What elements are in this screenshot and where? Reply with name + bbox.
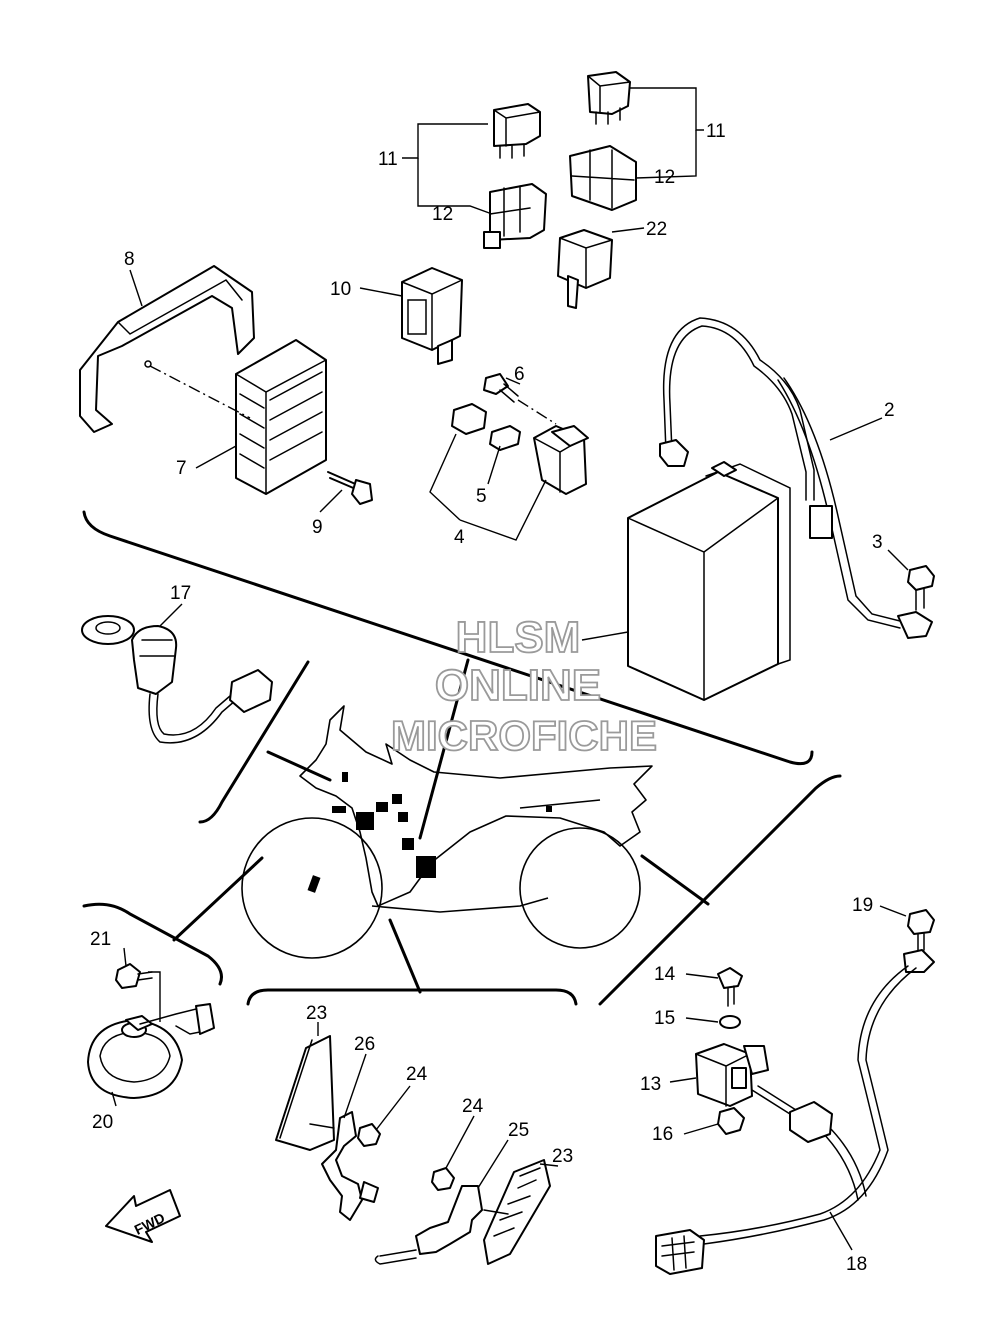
callout-25: 25 xyxy=(508,1120,529,1141)
watermark-line-2: ONLINE xyxy=(435,661,601,710)
callout-21: 21 xyxy=(90,929,111,950)
horn-icon xyxy=(87,1003,215,1099)
callout-8: 8 xyxy=(124,249,135,270)
callout-26: 26 xyxy=(354,1034,375,1055)
section-dividers xyxy=(82,510,842,1006)
callout-numbers: 11 12 11 12 22 10 8 7 9 6 5 4 2 3 17 21 … xyxy=(90,121,895,1275)
battery-icon xyxy=(627,461,791,701)
fuse-box-icon xyxy=(451,403,589,495)
callout-18: 18 xyxy=(846,1254,867,1275)
watermark-line-1: HLSM xyxy=(456,613,581,662)
callout-11: 11 xyxy=(378,149,398,170)
callout-22: 22 xyxy=(646,219,667,240)
callout-12: 12 xyxy=(654,167,675,188)
bolt-icon xyxy=(717,967,743,1007)
callout-9: 9 xyxy=(312,517,323,538)
callout-12: 12 xyxy=(432,204,453,225)
nut-icon xyxy=(717,1107,745,1135)
bolt-icon xyxy=(907,565,935,611)
nut-icon xyxy=(357,1123,381,1147)
callout-20: 20 xyxy=(92,1112,113,1133)
callout-5: 5 xyxy=(476,486,487,507)
callout-7: 7 xyxy=(176,458,187,479)
bolt-icon xyxy=(115,963,153,989)
callout-4: 4 xyxy=(454,527,465,548)
footrest-icon xyxy=(374,1159,551,1265)
bolt-icon xyxy=(903,909,935,973)
callout-2: 2 xyxy=(884,400,895,421)
watermark-line-3: MICROFICHE xyxy=(391,712,657,759)
socket-icon xyxy=(81,615,273,744)
leader-lines xyxy=(111,87,909,1251)
callout-23: 23 xyxy=(306,1003,327,1024)
bracket-cover-icon xyxy=(79,265,255,433)
watermark: HLSM ONLINE MICROFICHE xyxy=(390,612,658,760)
callout-6: 6 xyxy=(514,364,525,385)
footrest-icon xyxy=(275,1035,379,1221)
callout-13: 13 xyxy=(640,1074,661,1095)
callout-19: 19 xyxy=(852,895,873,916)
callout-24: 24 xyxy=(406,1064,428,1085)
callout-16: 16 xyxy=(652,1124,673,1145)
nut-icon xyxy=(431,1167,455,1191)
battery-cable-icon xyxy=(659,317,933,639)
sensor-lead-icon xyxy=(655,965,917,1275)
callout-24: 24 xyxy=(462,1096,484,1117)
fwd-arrow-icon: FWD xyxy=(105,1189,181,1243)
callout-10: 10 xyxy=(330,279,351,300)
relay-icon xyxy=(493,103,541,159)
callout-17: 17 xyxy=(170,583,191,604)
callout-11: 11 xyxy=(706,121,726,142)
rectifier-regulator-icon xyxy=(149,339,327,495)
callout-3: 3 xyxy=(872,532,883,553)
callout-23: 23 xyxy=(552,1146,573,1167)
relay-icon xyxy=(587,71,631,125)
washer-icon xyxy=(719,1015,741,1029)
relay-icon xyxy=(557,229,613,309)
sensor-icon xyxy=(695,1043,769,1107)
motorcycle-silhouette-icon xyxy=(241,705,653,959)
callout-15: 15 xyxy=(654,1008,675,1029)
bolt-icon xyxy=(327,471,373,505)
bolt-icon xyxy=(483,373,557,425)
callout-14: 14 xyxy=(654,964,676,985)
flasher-relay-icon xyxy=(401,267,463,365)
relay-holder-icon xyxy=(483,183,547,249)
relay-holder-icon xyxy=(569,145,637,211)
